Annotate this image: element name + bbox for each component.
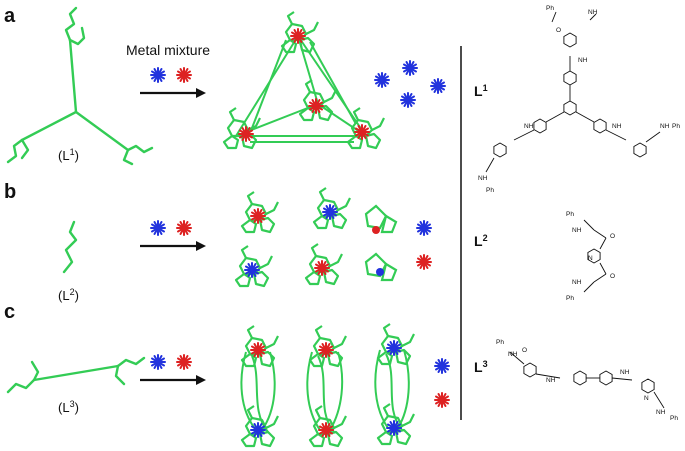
structure-L2 <box>583 219 607 293</box>
structure-L1-atoms: Ph NH O NH NH NH NH Ph NH Ph <box>478 5 680 194</box>
atom-ph: Ph <box>670 415 678 422</box>
atom-o: O <box>610 273 615 280</box>
tetrahedral-cage <box>222 10 386 150</box>
atom-ph: Ph <box>486 187 494 194</box>
atom-ph: Ph <box>496 339 504 346</box>
atom-nh: NH <box>612 123 622 130</box>
reaction-arrow-c <box>140 375 206 385</box>
reagent-blue-metal-icon-c <box>150 354 166 370</box>
ligand-label-L1: (L1) <box>58 147 79 163</box>
free-blue-metals-a <box>374 60 446 108</box>
atom-nh: NH <box>508 351 518 358</box>
reagent-red-metal-icon-b <box>176 220 192 236</box>
ligand-label-L3: (L3) <box>58 399 79 415</box>
free-red-metal-b <box>416 254 432 270</box>
panel-letter-b: b <box>4 181 16 203</box>
legend-label-L3: L3 <box>474 359 488 375</box>
atom-nh: NH <box>588 9 598 16</box>
helicates <box>240 322 416 448</box>
atom-o: O <box>556 27 561 34</box>
panel-letter-a: a <box>4 5 16 27</box>
reagent-red-metal-icon <box>176 67 192 83</box>
atom-nh: NH <box>656 409 666 416</box>
atom-nh: NH <box>620 369 630 376</box>
mononuclear-complexes <box>234 186 398 288</box>
atom-o: O <box>522 347 527 354</box>
reagent-red-metal-icon-c <box>176 354 192 370</box>
ligand-L2-stick <box>62 220 78 274</box>
atom-nh: NH <box>524 123 534 130</box>
structure-L2-atoms: Ph NH O N O NH Ph <box>566 211 615 302</box>
legend-label-L2: L2 <box>474 233 488 249</box>
legend-label-L1: L1 <box>474 83 488 99</box>
ligand-L3-stick <box>6 356 146 394</box>
metal-mixture-label: Metal mixture <box>126 42 210 58</box>
ligand-L1-stick <box>6 6 154 166</box>
ligand-label-L2: (L2) <box>58 287 79 303</box>
structure-L3 <box>509 351 665 409</box>
free-blue-metal-b <box>416 220 432 236</box>
atom-o: O <box>610 233 615 240</box>
structure-L1 <box>485 11 661 173</box>
atom-ph: Ph <box>566 211 574 218</box>
atom-nh: NH <box>546 377 556 384</box>
free-blue-metal-c <box>434 358 450 374</box>
atom-nh: NH <box>578 57 588 64</box>
reaction-arrow-a <box>140 88 206 98</box>
atom-nh: NH <box>572 227 582 234</box>
atom-ph: Ph <box>566 295 574 302</box>
atom-nh: NH <box>660 123 670 130</box>
atom-ph: Ph <box>546 5 554 12</box>
atom-nh: NH <box>572 279 582 286</box>
panel-letter-c: c <box>4 301 15 323</box>
atom-n: N <box>644 395 649 402</box>
atom-n: N <box>588 255 593 262</box>
atom-ph: Ph <box>672 123 680 130</box>
reaction-arrow-b <box>140 241 206 251</box>
atom-nh: NH <box>478 175 488 182</box>
reagent-blue-metal-icon-b <box>150 220 166 236</box>
free-red-metal-c <box>434 392 450 408</box>
structure-L3-atoms: Ph NH O NH NH N NH Ph <box>496 339 678 422</box>
reagent-blue-metal-icon <box>150 67 166 83</box>
